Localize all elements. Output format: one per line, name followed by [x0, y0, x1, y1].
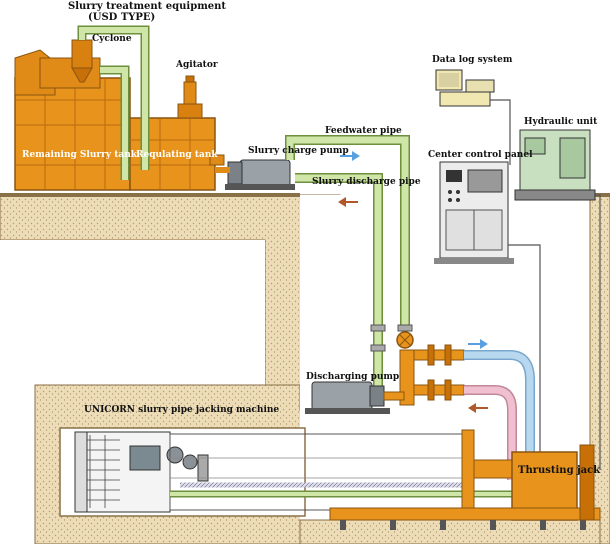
arrow-discharge-left [338, 197, 358, 207]
discharging-pump-motor [311, 381, 373, 411]
surface-left [0, 193, 300, 197]
label-agitator: Agitator [176, 60, 218, 70]
label-slurry-equipment: Slurry treatment equipment [68, 1, 227, 12]
jacking-machine-shell [74, 431, 171, 513]
jack-ram [473, 459, 515, 479]
jack-rail [329, 507, 601, 521]
reaction-wall [579, 444, 595, 521]
cable-hydraulic [595, 194, 601, 470]
label-discharge-pipe: Slurry discharge pipe [312, 177, 421, 187]
cyclone-body [71, 39, 93, 69]
upper-branch [413, 349, 465, 361]
soil-lower [0, 240, 265, 544]
charge-pump-motor [239, 159, 291, 187]
cutter-head [74, 431, 88, 513]
machine-motor [129, 445, 161, 471]
agitator-motor [183, 81, 197, 105]
cable-panel-down [508, 244, 541, 470]
label-regulating-tank: Requlating tank [136, 150, 218, 160]
printer [465, 79, 495, 93]
arrow-feed-right-2 [468, 339, 488, 349]
label-hydraulic-unit: Hydraulic unit [524, 117, 598, 127]
discharging-pump-base [305, 408, 390, 414]
agitator-base [177, 103, 203, 119]
cyclone-cone [71, 67, 93, 83]
arrow-feed-right [340, 151, 360, 161]
label-discharging-pump: Discharging pump [306, 372, 400, 382]
charge-valve [209, 154, 225, 166]
lower-branch [413, 384, 465, 396]
label-charge-pump: Slurry charge pump [248, 146, 349, 156]
valve-manifold [399, 349, 415, 406]
jack-frame-left [461, 429, 475, 521]
label-thrusting-jack: Thrusting jack [518, 465, 601, 476]
pump-to-manifold [383, 391, 405, 401]
arrow-discharge-left-2 [468, 403, 488, 413]
cable-log-panel [490, 99, 511, 165]
cpu-box [439, 91, 491, 107]
control-panel-base [434, 258, 514, 264]
charge-pump-head [227, 161, 243, 185]
label-usd-type: (USD TYPE) [88, 12, 156, 23]
label-remaining-tank: Remaining Slurry tank [22, 150, 137, 160]
shaft-floor [299, 519, 601, 545]
label-control-panel: Center control panel [428, 150, 533, 160]
remaining-tank [14, 77, 131, 191]
label-cyclone: Cyclone [92, 34, 132, 44]
label-jacking-machine: UNICORN slurry pipe jacking machine [84, 405, 280, 415]
discharging-pump-head [369, 385, 385, 407]
hydraulic-base [514, 189, 596, 201]
charge-pump-base [225, 184, 295, 190]
agitator-cap [185, 75, 195, 83]
label-data-log: Data log system [432, 55, 513, 65]
label-feedwater-pipe: Feedwater pipe [325, 126, 402, 136]
